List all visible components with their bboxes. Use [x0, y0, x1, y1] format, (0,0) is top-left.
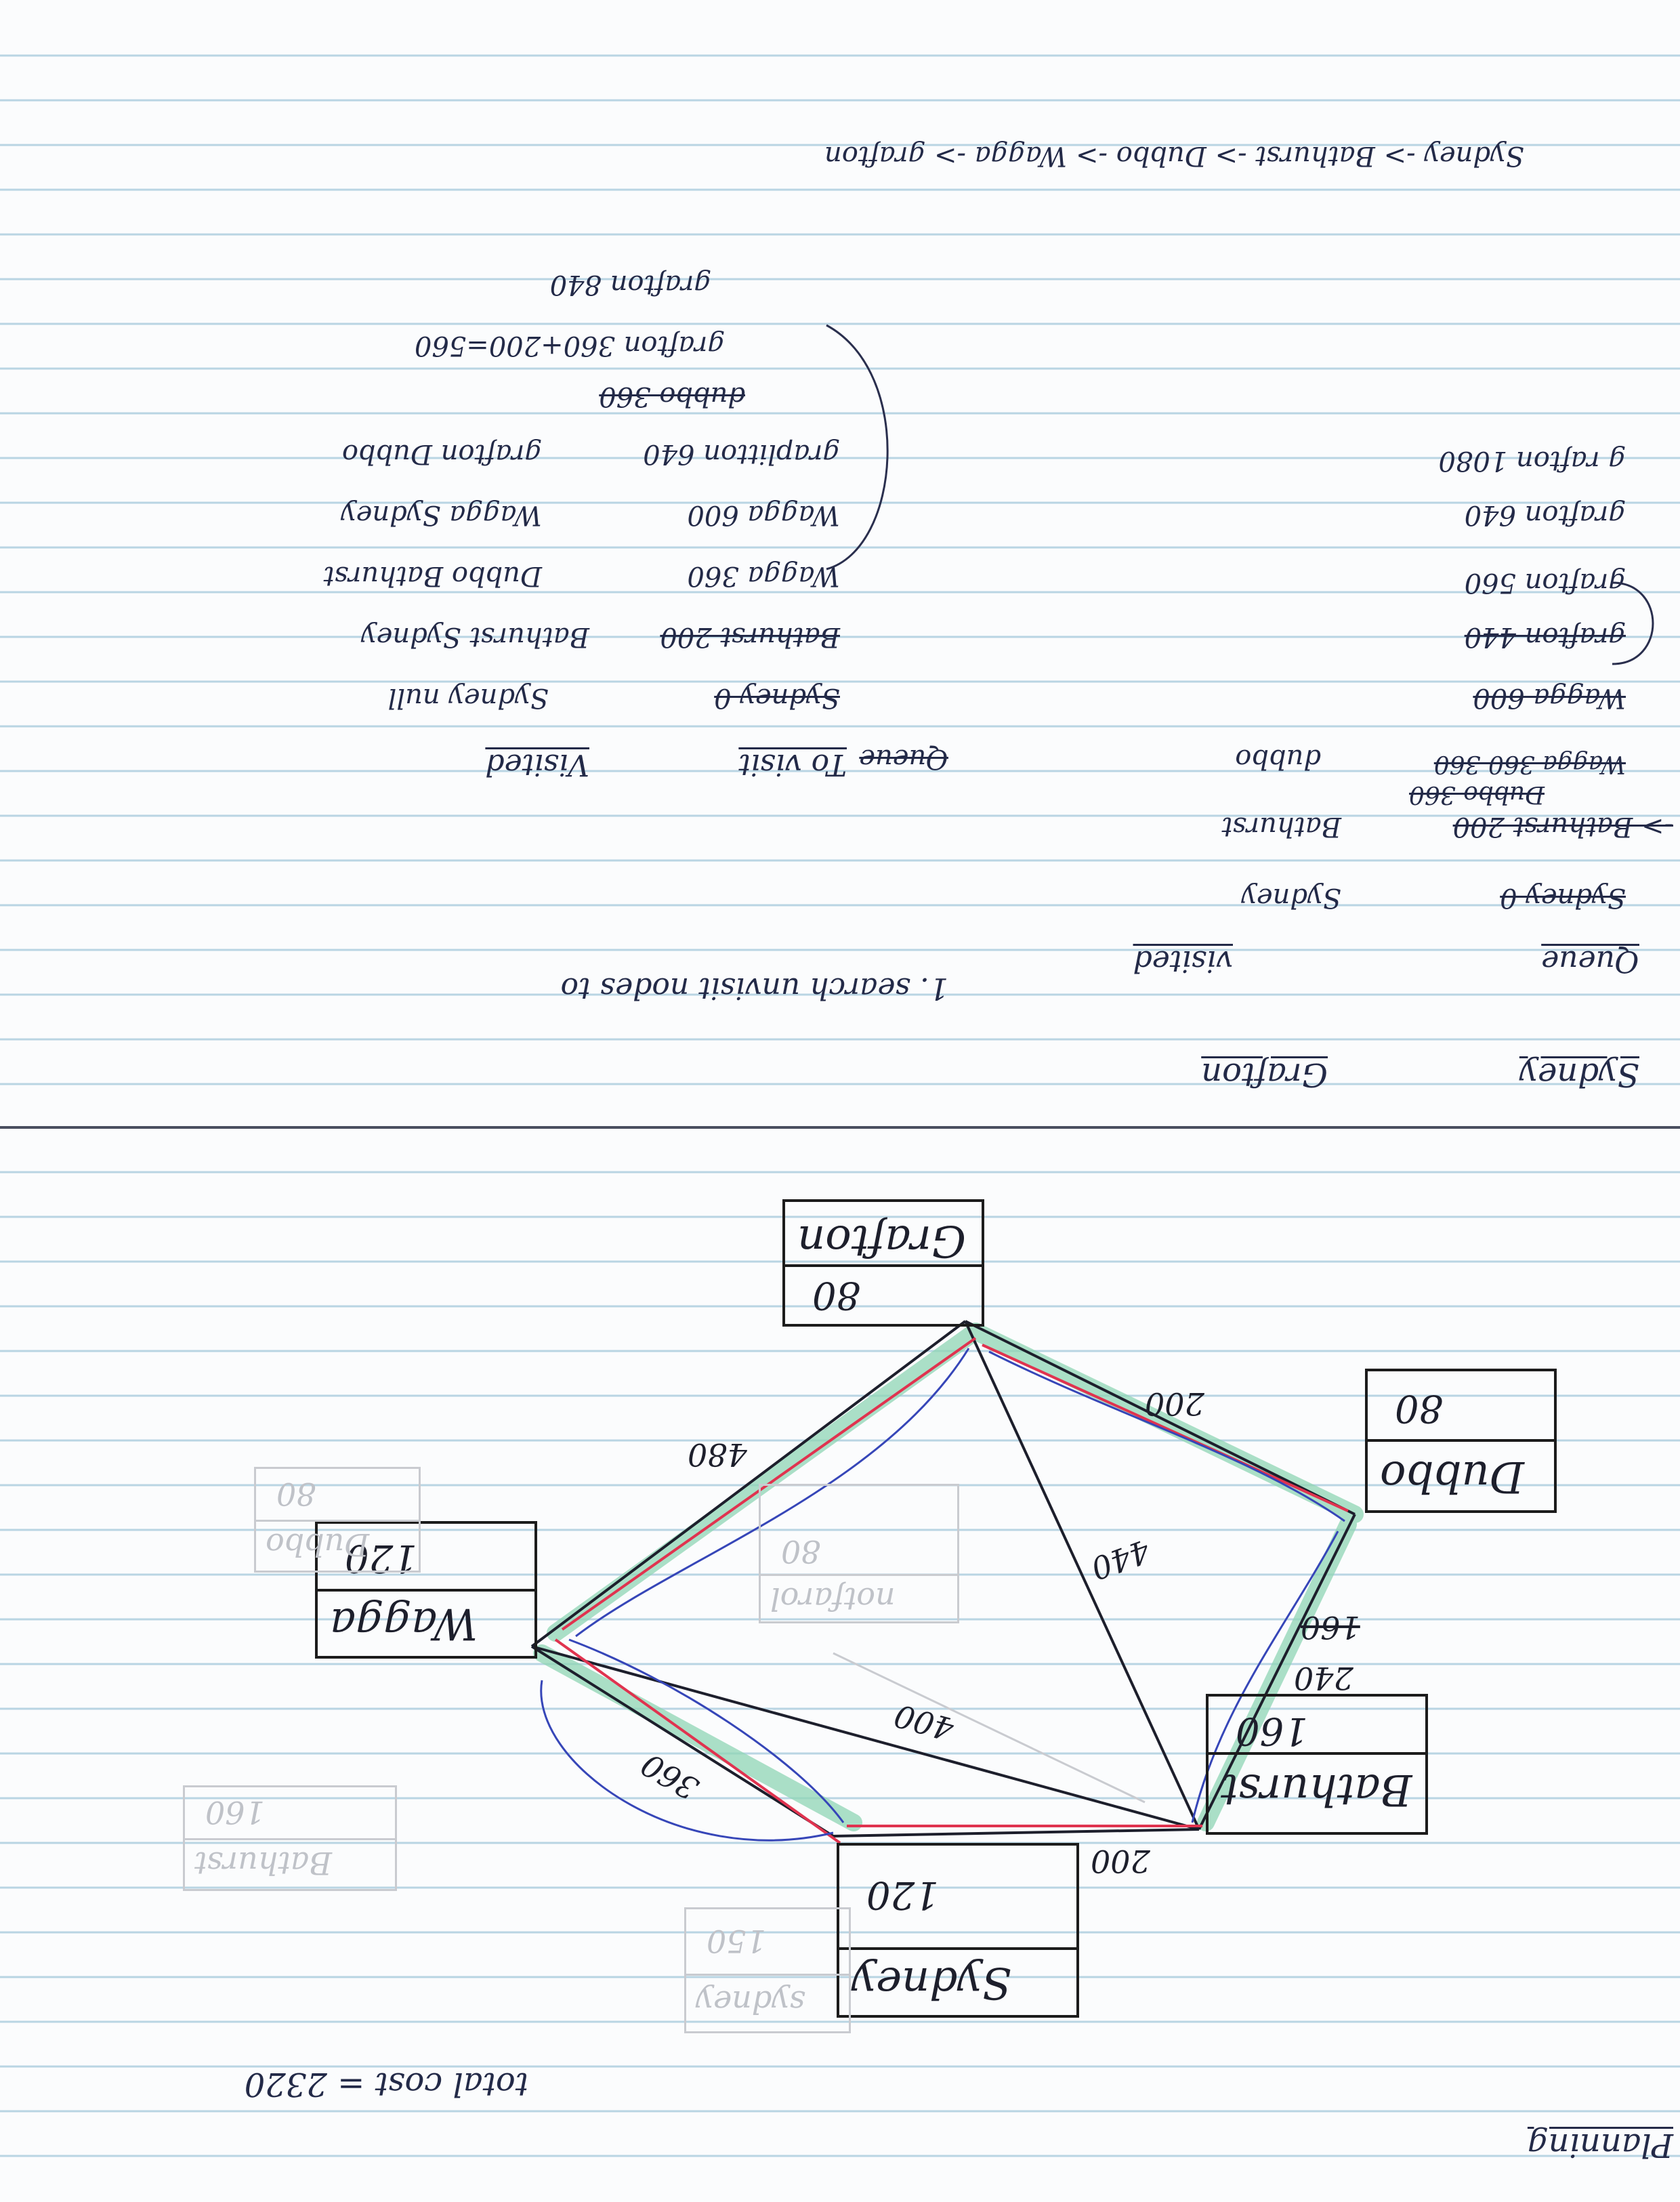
- red-path-wagga-sydney: [554, 1638, 841, 1844]
- right-queue-header: Queue: [859, 743, 948, 774]
- red-path-grafton-dubbo: [982, 1344, 1349, 1512]
- blue-path-c: [1191, 1531, 1339, 1823]
- blue-path-a: [575, 1348, 970, 1638]
- bracket-curve: [826, 324, 889, 570]
- right-visited-header: Visited: [485, 747, 589, 782]
- right-row-right: Wagga Sydney: [341, 499, 542, 531]
- left-queue-entry: Wagga 360 360: [1433, 750, 1626, 778]
- ghost-node-sydney: 150 sydney: [684, 1907, 851, 2033]
- right-row-right: grafton Dubbo: [341, 438, 542, 470]
- right-row-left: grafton 360+200=560: [414, 330, 725, 361]
- left-visited-entry: dubbo: [1235, 743, 1321, 774]
- edge-sydney-bathurst: [833, 1828, 1200, 1837]
- ghost-node-dubbo: 80 Dubbo: [254, 1467, 421, 1573]
- heading-sydney: Sydney: [1519, 1056, 1639, 1094]
- right-row-left: grafton 840: [549, 269, 711, 300]
- node-bathurst: 160 Bathurst: [1206, 1694, 1428, 1835]
- left-visited-header: visited: [1133, 944, 1233, 978]
- node-dubbo: 80 Dubbo: [1365, 1369, 1557, 1513]
- edge-grafton-bathurst: [964, 1321, 1200, 1830]
- right-row-left: Wagga 360: [687, 560, 840, 591]
- edge-grafton-dubbo: [965, 1320, 1356, 1516]
- node-grafton: Grafton 80: [782, 1199, 984, 1327]
- highlight-wagga-grafton: [547, 1323, 984, 1642]
- planning-title: Planning: [1527, 2126, 1673, 2164]
- ghost-node-bathurst: 160 Bathurst: [183, 1785, 397, 1891]
- right-row-right: Dubbo Bathurst: [323, 560, 542, 591]
- left-visited-entry: Sydney: [1241, 882, 1341, 913]
- edge-bathurst-dubbo: [1198, 1514, 1356, 1830]
- final-path: Sydney -> Bathurst -> Dubbo -> Wagga -> …: [824, 140, 1524, 171]
- left-queue-entry: g rafton 1080: [1438, 445, 1626, 476]
- right-row-left: Wagga 600: [687, 499, 840, 531]
- left-queue-entry: Wagga 600: [1473, 682, 1626, 713]
- edge-wagga-bathurst: [531, 1645, 1200, 1831]
- blue-path-b: [988, 1350, 1345, 1522]
- bracket-arc: [1612, 581, 1654, 665]
- heading-grafton: Grafton: [1201, 1056, 1328, 1094]
- right-row-left: dubbo 360: [599, 381, 745, 412]
- step-instruction: 1. search unvisit nodes to: [560, 971, 948, 1005]
- left-queue-entry: grafton 640: [1464, 499, 1626, 531]
- right-tovisit-header: To visit: [738, 747, 847, 782]
- left-queue-entry: Sydney 0: [1500, 882, 1626, 913]
- edge-wagga-grafton: [530, 1320, 967, 1648]
- right-row-left: graplitton 640: [643, 438, 840, 470]
- left-queue-entry: Dubbo 360: [1409, 781, 1545, 808]
- edge-wagga-sydney: [530, 1645, 835, 1837]
- right-row-right: Bathurst Sydney: [361, 621, 589, 652]
- node-wagga: 120 Wagga: [315, 1521, 537, 1659]
- right-row-right: Sydney null: [387, 682, 549, 713]
- blue-path-e: [568, 1638, 845, 1823]
- blue-path-d: [540, 1680, 834, 1842]
- right-row-left: Sydney 0: [714, 682, 840, 713]
- highlight-wagga-sydney: [533, 1644, 862, 1831]
- ghost-node-notfarol: 80 notfarol: [759, 1484, 959, 1623]
- left-queue-header: Queue: [1541, 944, 1639, 978]
- total-cost: total cost = 2320: [244, 2065, 528, 2103]
- right-row-left: Bathurst 200: [660, 621, 840, 652]
- left-visited-entry: Bathurst: [1221, 811, 1341, 842]
- left-queue-entry: -> Bathurst 200: [1452, 811, 1673, 842]
- node-sydney: 120 Sydney: [837, 1843, 1079, 2018]
